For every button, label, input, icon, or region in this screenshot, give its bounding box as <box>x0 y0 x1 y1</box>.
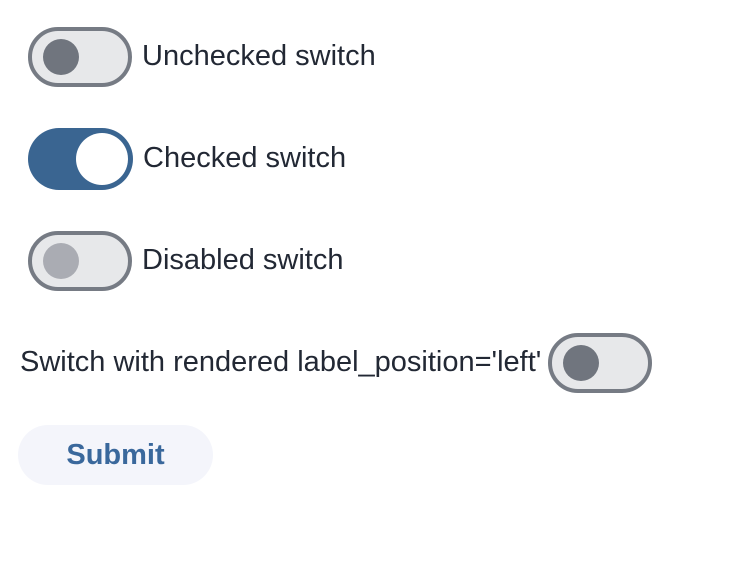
switch-label: Disabled switch <box>142 244 344 277</box>
switch-row: Unchecked switch <box>18 26 730 88</box>
checked-switch-toggle[interactable] <box>28 128 133 190</box>
disabled-switch-toggle <box>28 231 132 291</box>
switch-row: Checked switch <box>18 128 730 190</box>
switch-label: Unchecked switch <box>142 40 376 73</box>
switch-label: Checked switch <box>143 142 347 175</box>
switch-demo-form: Unchecked switch Checked switch Disabled… <box>18 26 730 485</box>
switch-knob <box>43 243 79 279</box>
switch-knob <box>76 133 128 185</box>
switch-knob <box>563 345 600 381</box>
unchecked-switch-toggle[interactable] <box>28 27 132 87</box>
submit-button[interactable]: Submit <box>18 425 213 485</box>
switch-label: Switch with rendered label_position='lef… <box>20 346 542 379</box>
switch-row: Switch with rendered label_position='lef… <box>18 332 730 394</box>
switch-row: Disabled switch <box>18 230 730 292</box>
label-left-switch-toggle[interactable] <box>548 333 653 393</box>
switch-knob <box>43 39 79 75</box>
